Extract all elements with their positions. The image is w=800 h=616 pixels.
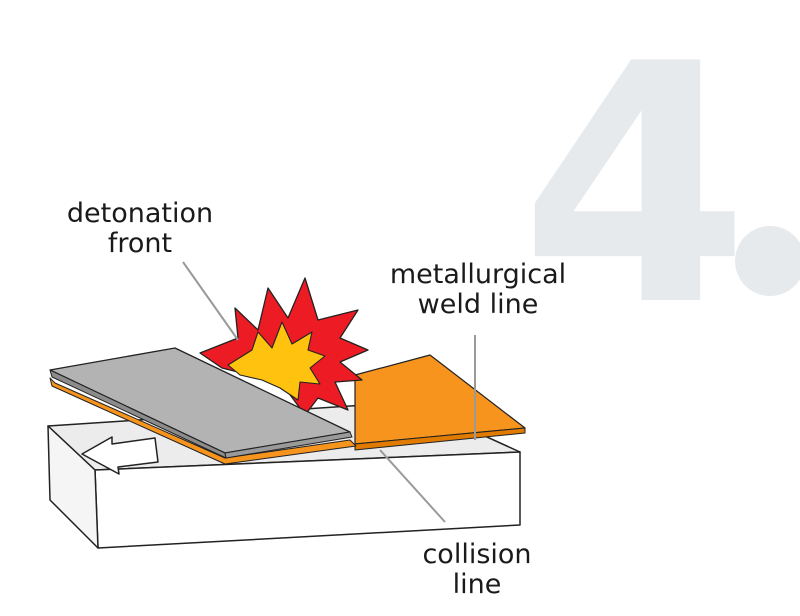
weld-line-label-line1: metallurgical	[390, 259, 566, 290]
base-block-side	[47, 425, 99, 549]
cladding-plate-front-edge	[224, 431, 353, 459]
orange-interlayer-strip	[49, 377, 357, 465]
collision-line-leader	[379, 449, 446, 523]
explosion-icon	[199, 277, 369, 416]
detonation-front-label: detonation front	[67, 198, 213, 259]
leader-lines	[182, 261, 476, 523]
welded-plate-edge	[354, 427, 526, 451]
collision-line-label: collision line	[422, 539, 531, 600]
explosion-inner	[227, 321, 326, 401]
detonation-front-label-line1: detonation	[67, 198, 213, 229]
detonation-front-leader	[182, 261, 239, 341]
cladding-plate	[49, 347, 353, 459]
collision-line-label-line2: line	[453, 569, 502, 600]
weld-line-label: metallurgical weld line	[390, 259, 566, 320]
detonation-front-label-line2: front	[108, 228, 172, 259]
welded-plate	[354, 354, 526, 451]
weld-line-label-line2: weld line	[418, 289, 539, 320]
step-number-group: 4	[520, 0, 800, 378]
step-number: 4	[520, 0, 750, 378]
direction-arrow-icon	[81, 436, 159, 475]
step-number-dot	[735, 226, 800, 296]
collision-line-label-line1: collision	[422, 539, 531, 570]
